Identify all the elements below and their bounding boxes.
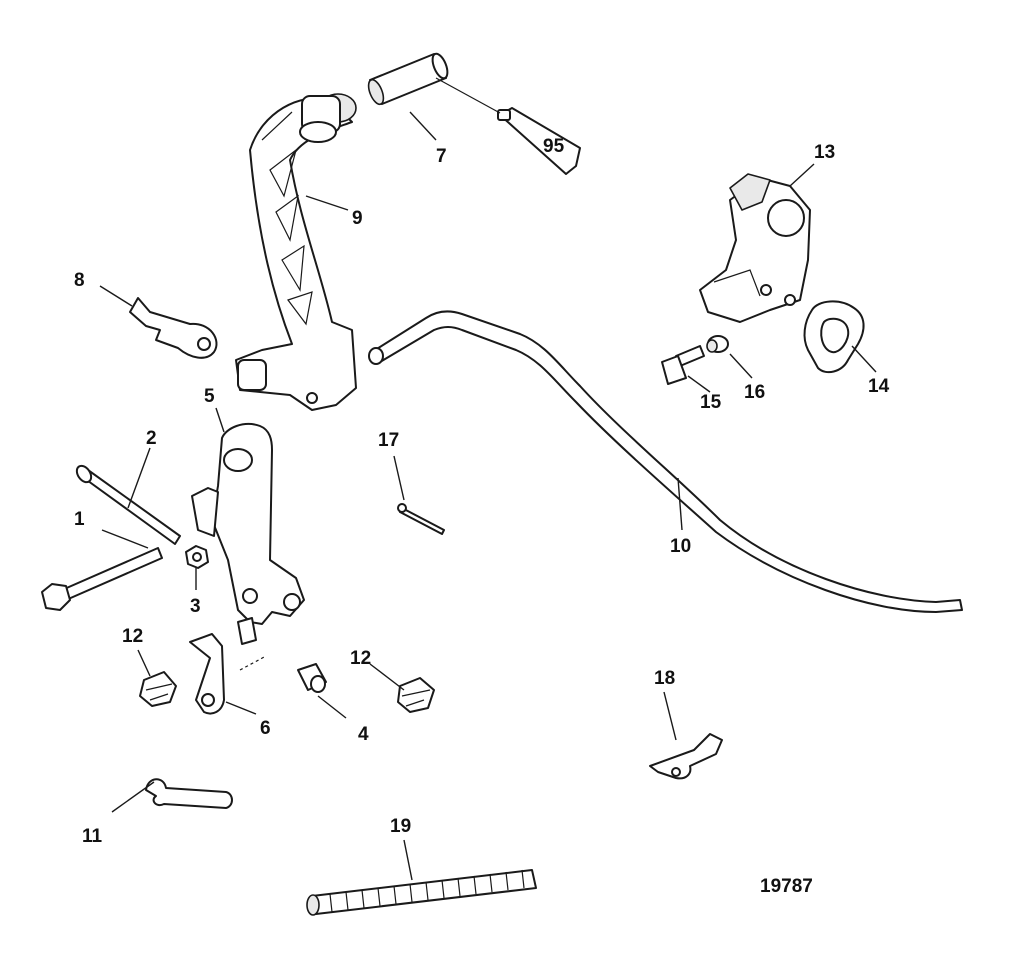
part-nut [185,545,209,569]
part-bolt-15 [661,345,705,385]
callout-13: 13 [814,142,835,163]
callout-9: 9 [352,208,363,229]
part-shift-rod [368,310,963,613]
callout-2: 2 [146,428,157,449]
part-pin-2 [75,464,181,545]
callout-7: 7 [436,146,447,167]
part-bushing-4 [297,663,327,693]
part-clip-12-right [397,677,435,713]
callout-11: 11 [82,826,103,847]
callout-5: 5 [204,386,215,407]
callout-16: 16 [744,382,765,403]
part-bolt-1 [41,547,163,611]
callout-17: 17 [378,430,399,451]
leader-lines [99,111,877,881]
callout-3: 3 [190,596,201,617]
part-clip-plate [649,733,723,780]
part-bushing-tube [367,52,449,106]
part-clip-12-left [139,671,177,707]
callout-12-left: 12 [122,626,143,647]
callout-8: 8 [74,270,85,291]
part-clip [129,297,218,359]
part-shift-arm [235,93,357,411]
figure-number: 19787 [760,876,813,897]
part-bushing-16 [706,335,729,353]
callout-1: 1 [74,509,85,530]
part-cotter-pin [397,503,445,535]
sealant-tube-icon: 95 [435,77,581,175]
callout-19: 19 [390,816,411,837]
callout-labels: 1 2 3 4 5 6 7 8 9 10 11 12 12 13 14 15 1… [74,142,890,897]
callout-15: 15 [700,392,722,413]
callout-10: 10 [670,536,691,557]
part-link [189,633,225,715]
part-corrugated-sleeve [306,869,537,916]
part-hairpin [145,778,233,809]
sealant-tube-label: 95 [543,136,565,157]
callout-14: 14 [868,376,890,397]
callout-12-right: 12 [350,648,371,669]
part-lever [191,422,305,671]
callout-4: 4 [358,724,369,745]
part-gasket [803,300,865,374]
callout-18: 18 [654,668,675,689]
callout-6: 6 [260,718,271,739]
part-shift-bracket [699,173,811,323]
